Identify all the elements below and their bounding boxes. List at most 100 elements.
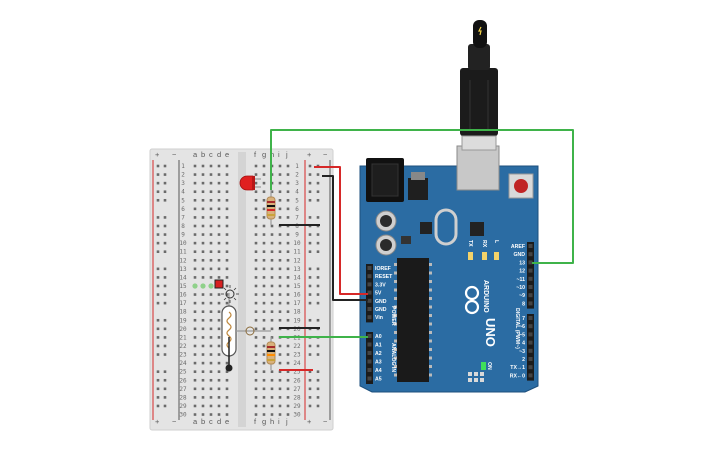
bb-hole[interactable] [209,233,213,236]
bb-hole[interactable] [217,276,221,279]
bb-hole[interactable] [254,207,258,211]
bb-rail-hole[interactable] [156,173,160,176]
bb-hole[interactable] [278,370,282,373]
bb-hole[interactable] [270,396,274,399]
bb-hole[interactable] [278,258,282,262]
bb-hole[interactable] [201,267,205,271]
bb-rail-hole[interactable] [156,404,160,408]
bb-rail-hole[interactable] [316,181,320,185]
bb-hole[interactable] [254,258,258,262]
bb-hole[interactable] [270,190,274,194]
bb-rail-hole[interactable] [156,267,160,271]
bb-hole[interactable] [193,396,197,399]
bb-hole[interactable] [278,198,282,202]
bb-hole[interactable] [225,181,229,185]
bb-hole[interactable] [225,198,229,202]
bb-hole[interactable] [209,370,213,373]
bb-rail-hole[interactable] [316,301,320,305]
bb-hole[interactable] [225,370,229,373]
bb-hole[interactable] [201,404,205,408]
bb-rail-hole[interactable] [156,276,160,279]
bb-hole[interactable] [217,224,221,228]
bb-hole[interactable] [209,250,213,253]
bb-hole[interactable] [278,353,282,356]
bb-hole[interactable] [286,301,290,305]
bb-hole[interactable] [262,327,266,331]
bb-hole[interactable] [225,404,229,408]
header-pin[interactable] [528,260,533,265]
bb-hole[interactable] [193,198,197,202]
bb-rail-hole[interactable] [316,396,320,399]
bb-hole[interactable] [278,293,282,296]
bb-hole[interactable] [193,310,197,313]
bb-hole[interactable] [209,173,213,176]
bb-hole[interactable] [201,207,205,211]
bb-hole[interactable] [254,284,258,288]
bb-rail-hole[interactable] [316,344,320,348]
bb-hole[interactable] [286,310,290,313]
bb-hole[interactable] [209,190,213,194]
bb-hole[interactable] [193,224,197,228]
header-pin[interactable] [367,290,372,295]
bb-rail-hole[interactable] [308,396,312,399]
bb-hole[interactable] [254,267,258,271]
bb-hole[interactable] [225,267,229,271]
bb-hole[interactable] [209,198,213,202]
bb-hole[interactable] [225,293,229,296]
bb-hole[interactable] [254,164,258,168]
wire-5v[interactable] [314,166,368,295]
bb-rail-hole[interactable] [316,378,320,382]
bb-hole[interactable] [209,387,213,391]
bb-rail-hole[interactable] [156,378,160,382]
bb-rail-hole[interactable] [316,198,320,202]
bb-hole[interactable] [201,327,205,331]
bb-rail-hole[interactable] [163,301,167,305]
bb-hole[interactable] [262,318,266,322]
bb-hole[interactable] [254,378,258,382]
bb-rail-hole[interactable] [308,241,312,245]
bb-hole[interactable] [193,258,197,262]
bb-hole[interactable] [201,181,205,185]
bb-hole[interactable] [217,250,221,253]
header-pin[interactable] [528,348,533,353]
bb-hole[interactable] [286,387,290,391]
bb-rail-hole[interactable] [308,404,312,408]
bb-hole[interactable] [270,267,274,271]
bb-hole[interactable] [217,361,221,365]
bb-hole[interactable] [262,181,266,185]
bb-hole[interactable] [209,327,213,331]
bb-hole[interactable] [217,258,221,262]
bb-hole[interactable] [278,276,282,279]
bb-hole[interactable] [286,258,290,262]
bb-hole[interactable] [270,241,274,245]
bb-hole[interactable] [254,233,258,236]
bb-hole[interactable] [209,224,213,228]
usb-cable[interactable] [460,20,498,151]
bb-hole[interactable] [262,267,266,271]
bb-hole[interactable] [217,336,221,339]
bb-rail-hole[interactable] [316,250,320,253]
bb-hole[interactable] [225,241,229,245]
bb-hole[interactable] [201,387,205,391]
bb-hole[interactable] [217,173,221,176]
header-pin[interactable] [528,316,533,320]
bb-hole[interactable] [262,310,266,313]
bb-hole[interactable] [193,293,197,296]
bb-rail-hole[interactable] [163,404,167,408]
bb-hole[interactable] [262,378,266,382]
bb-rail-hole[interactable] [156,190,160,194]
bb-rail-hole[interactable] [308,293,312,296]
bb-hole[interactable] [254,396,258,399]
bb-hole[interactable] [217,190,221,194]
red-led[interactable] [239,175,261,191]
bb-rail-hole[interactable] [156,336,160,339]
bb-hole[interactable] [262,173,266,176]
bb-rail-hole[interactable] [316,284,320,288]
bb-hole[interactable] [254,190,258,194]
bb-hole[interactable] [201,318,205,322]
bb-rail-hole[interactable] [308,318,312,322]
bb-hole[interactable] [270,336,274,339]
bb-hole[interactable] [254,318,258,322]
bb-hole[interactable] [201,224,205,228]
